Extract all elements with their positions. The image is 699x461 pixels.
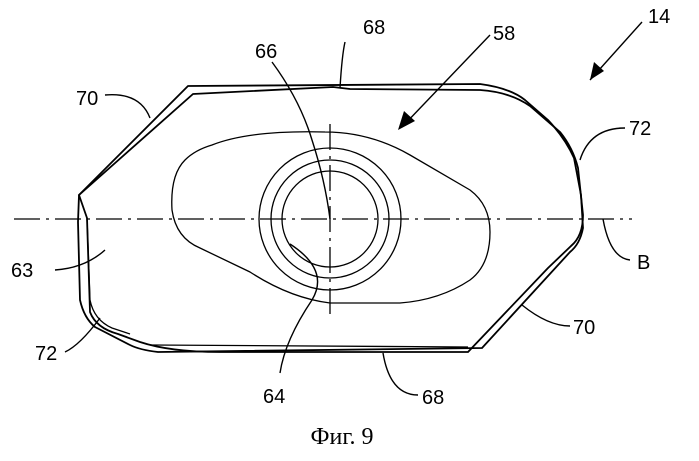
label-70-bottom: 70 — [573, 317, 595, 339]
label-63: 63 — [11, 260, 33, 282]
leader-68-bottom — [383, 353, 418, 395]
label-72-right: 72 — [629, 118, 651, 140]
leader-b — [603, 219, 630, 260]
inner-edge-bottom — [150, 345, 468, 347]
leader-70-top — [105, 95, 150, 118]
label-68-top: 68 — [363, 17, 385, 39]
label-72-left: 72 — [35, 343, 57, 365]
leader-72-right — [580, 128, 625, 160]
label-14: 14 — [648, 6, 670, 28]
label-66: 66 — [255, 41, 277, 63]
arrow-58 — [398, 111, 415, 130]
label-b: B — [637, 252, 650, 274]
leader-70-bottom — [522, 305, 570, 326]
leader-72-left — [65, 318, 100, 352]
label-64: 64 — [263, 386, 285, 408]
leader-64 — [280, 244, 318, 373]
inner-edge-left — [87, 218, 130, 334]
boss-region — [172, 132, 490, 303]
leader-58 — [402, 35, 490, 127]
label-68-bottom: 68 — [422, 387, 444, 409]
arrow-14 — [590, 62, 604, 80]
figure-caption: Фиг. 9 — [311, 424, 374, 450]
leader-68-top — [340, 42, 345, 88]
label-70-top: 70 — [76, 88, 98, 110]
label-58: 58 — [493, 23, 515, 45]
